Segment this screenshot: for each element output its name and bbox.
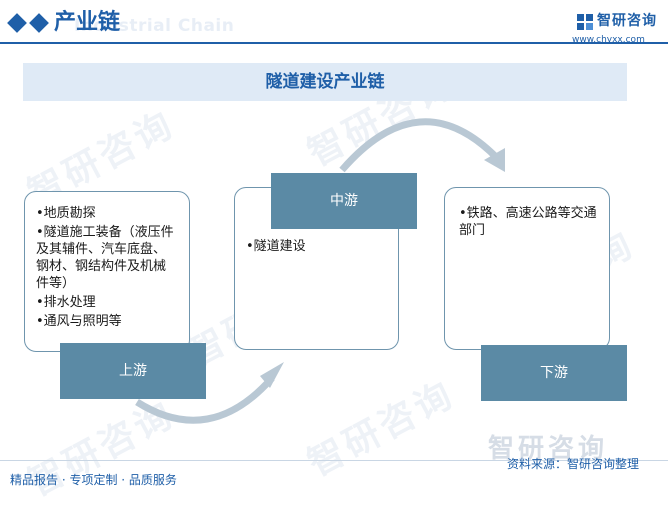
list-item: •隧道施工装备（液压件及其辅件、汽车底盘、钢材、钢结构件及机械件等） — [36, 225, 174, 291]
header-divider — [0, 42, 668, 44]
header-subtitle: Industrial Chain — [74, 16, 235, 36]
list-item: •铁路、高速公路等交通部门 — [459, 206, 597, 238]
list-item: •隧道建设 — [246, 239, 306, 254]
downstream-label: 下游 — [481, 345, 627, 401]
footer-divider — [0, 460, 668, 461]
footer-tagline: 精品报告 · 专项定制 · 品质服务 — [10, 473, 177, 487]
upstream-label: 上游 — [60, 343, 206, 399]
upstream-items: •地质勘探 •隧道施工装备（液压件及其辅件、汽车底盘、钢材、钢结构件及机械件等）… — [36, 205, 174, 332]
downstream-items: •铁路、高速公路等交通部门 — [459, 205, 599, 239]
arrowhead-up-to-mid — [260, 362, 284, 388]
upstream-box — [24, 191, 190, 352]
arrow-mid-to-down — [339, 118, 500, 173]
header-title: 产业链 — [54, 10, 121, 35]
list-item: •通风与照明等 — [36, 314, 122, 329]
list-item: •排水处理 — [36, 295, 96, 310]
footer-source: 资料来源：智研咨询整理 — [507, 457, 640, 471]
logo-url: www.chyxx.com — [572, 35, 645, 45]
logo-icon — [577, 14, 593, 30]
logo-name: 智研咨询 — [597, 13, 657, 29]
title-bar — [23, 63, 627, 101]
arrowhead-mid-to-down — [484, 148, 505, 172]
midstream-label: 中游 — [271, 173, 417, 229]
list-item: •地质勘探 — [36, 206, 96, 221]
arrow-up-to-mid — [135, 375, 275, 424]
diagram-title: 隧道建设产业链 — [265, 72, 385, 92]
footer-watermark: 智研咨询 — [488, 434, 609, 464]
downstream-box — [444, 187, 610, 350]
midstream-items: •隧道建设 — [246, 238, 386, 255]
